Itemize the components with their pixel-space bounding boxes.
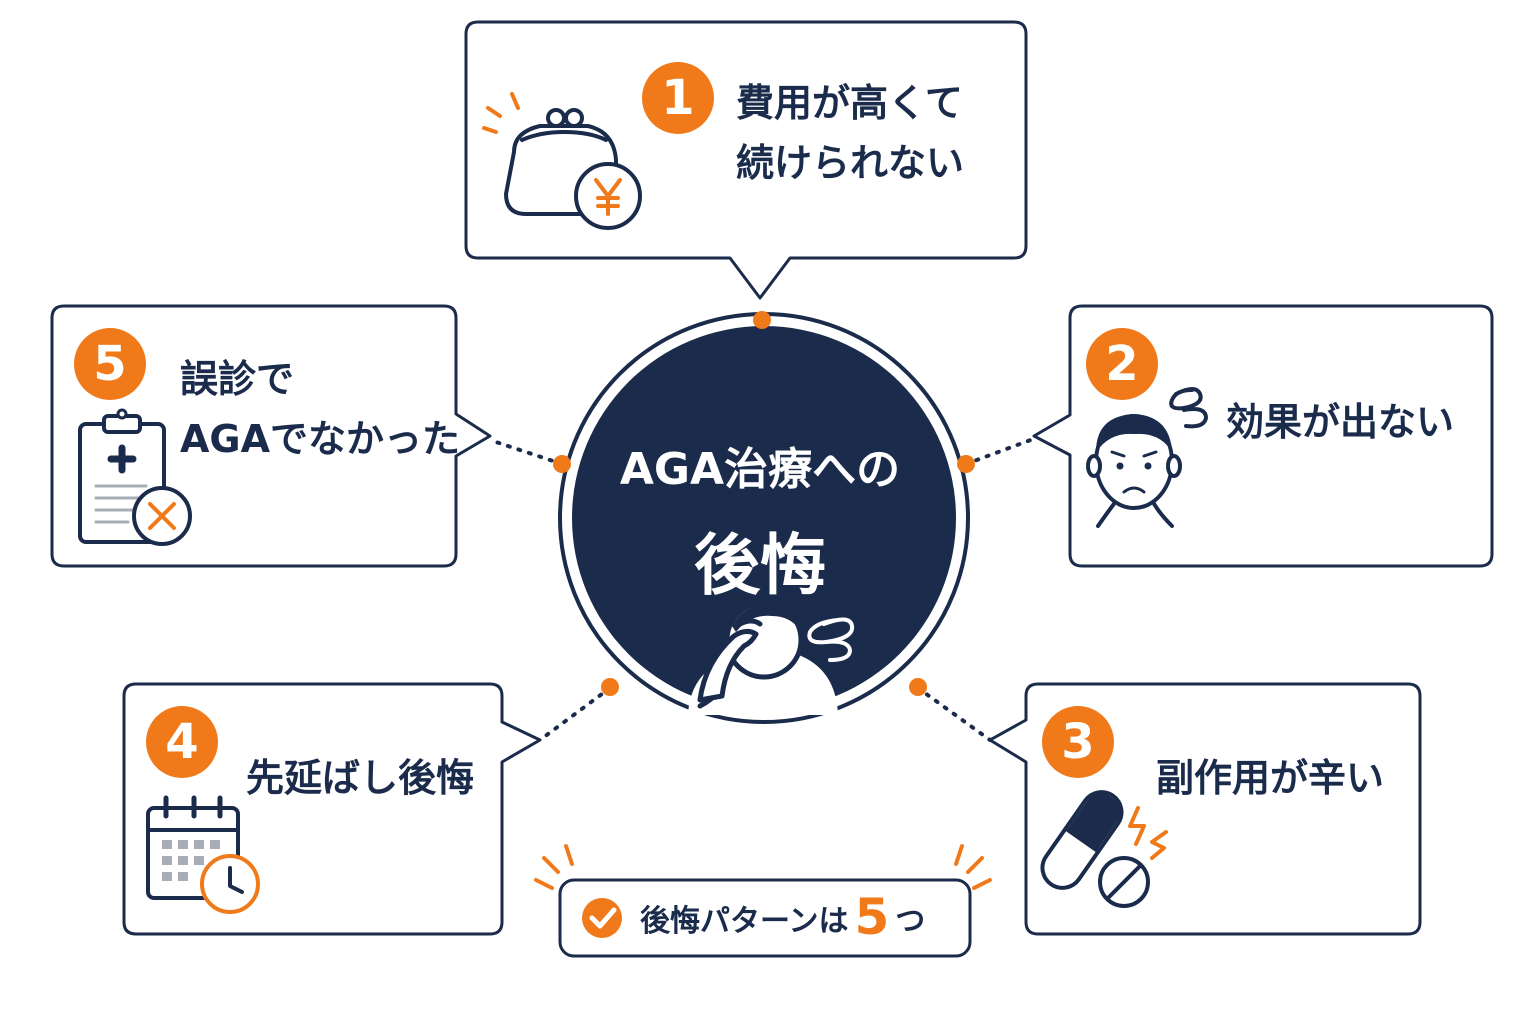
item-2-label: 効果が出ない xyxy=(1226,400,1455,444)
item-3-label: 副作用が辛い xyxy=(1156,756,1385,800)
check-circle-icon xyxy=(582,898,622,938)
dot-top xyxy=(753,311,771,329)
connector-3 xyxy=(916,686,992,742)
item-4-label: 先延ばし後悔 xyxy=(246,756,475,800)
connector-4 xyxy=(538,686,612,742)
footer-text: 後悔パターンは xyxy=(640,904,849,939)
item-1-label-line1: 費用が高くて xyxy=(736,81,963,125)
item-5-label-line2: AGAでなかった xyxy=(180,417,461,461)
footer-suffix: つ xyxy=(895,904,926,939)
wallet-yen-icon xyxy=(482,92,642,230)
worried-person-holding-head-icon xyxy=(688,600,855,715)
item-5-label-line1: 誤診で xyxy=(180,357,295,401)
number-circle-2 xyxy=(1086,328,1158,400)
dot-bottom-left xyxy=(601,678,619,696)
number-circles xyxy=(74,62,1158,778)
item-1-number: 1 xyxy=(661,70,695,126)
number-circle-3 xyxy=(1042,706,1114,778)
item-2-number: 2 xyxy=(1105,336,1139,392)
number-circle-5 xyxy=(74,328,146,400)
center-circle xyxy=(558,312,970,724)
connectors xyxy=(488,436,1038,742)
center-title-line1: AGA治療への xyxy=(619,444,901,495)
dot-bottom-right xyxy=(909,678,927,696)
number-circle-4 xyxy=(146,706,218,778)
footer-count: 5 xyxy=(854,888,890,946)
pills-prohibited-icon xyxy=(1040,790,1168,908)
center-title-line2: 後悔 xyxy=(694,527,826,604)
number-circle-1 xyxy=(642,62,714,134)
clipboard-cross-icon xyxy=(78,408,192,546)
connector-5 xyxy=(488,438,564,466)
connector-dots xyxy=(553,311,975,696)
item-1-label-line2: 続けられない xyxy=(736,141,965,185)
connector-2 xyxy=(964,436,1038,466)
footer-label: 後悔パターンは 5 つ xyxy=(640,892,925,942)
worried-face-icon xyxy=(1086,387,1208,528)
dot-left xyxy=(553,455,571,473)
calendar-clock-icon xyxy=(146,795,260,914)
item-4-number: 4 xyxy=(165,714,199,770)
item-5-number: 5 xyxy=(93,336,127,392)
dot-right xyxy=(957,455,975,473)
item-3-number: 3 xyxy=(1061,714,1095,770)
footer-badge xyxy=(534,844,992,958)
